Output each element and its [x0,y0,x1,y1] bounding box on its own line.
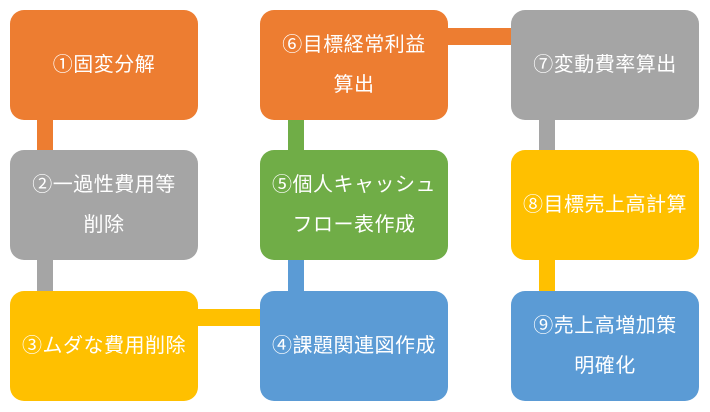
step-box-3-wasteful-expense-removal: ③ムダな費用削除 [10,291,198,401]
connector-6-7 [440,28,520,45]
step-box-2-onetime-expense-removal: ②一過性費用等 削除 [10,150,198,260]
step-box-9-sales-increase-measures: ⑨売上高増加策 明確化 [511,291,699,401]
connector-3-4 [190,309,270,326]
step-box-4-issue-relation-map: ④課題関連図作成 [260,291,448,401]
step-box-6-target-ordinary-profit: ⑥目標経常利益 算出 [260,10,448,120]
connector-2-3 [37,255,53,296]
step-box-1-fixed-variable-split: ①固変分解 [10,10,198,120]
step-box-7-variable-cost-ratio: ⑦変動費率算出 [511,10,699,120]
connector-5-6 [288,115,304,156]
connector-7-8 [539,115,555,156]
step-box-5-personal-cashflow-table: ⑤個人キャッシュ フロー表作成 [260,150,448,260]
connector-8-9 [539,255,555,296]
connector-4-5 [288,255,304,296]
step-box-8-target-sales-calculation: ⑧目標売上高計算 [511,150,699,260]
connector-1-2 [37,115,53,156]
